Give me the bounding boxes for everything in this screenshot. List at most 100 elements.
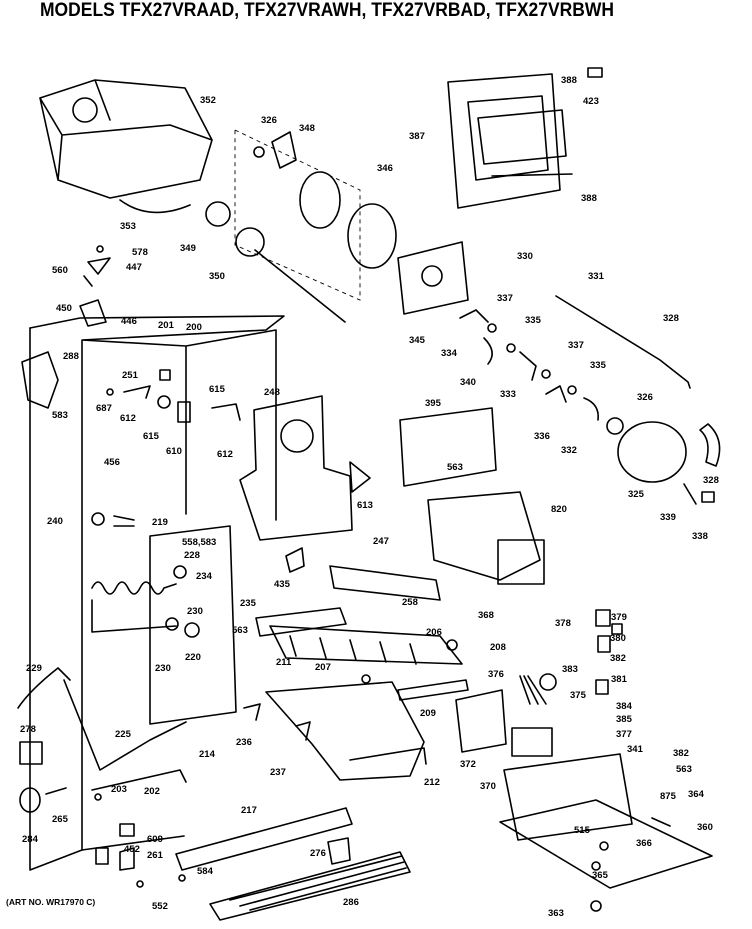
callout-label: 377 (616, 729, 632, 740)
screw-552 (136, 880, 144, 888)
callout-label: 337 (497, 293, 513, 304)
callout-label: 552 (152, 901, 168, 912)
callout-label: 334 (441, 348, 458, 359)
callout-label: 584 (197, 866, 214, 877)
callout-label: 375 (570, 690, 587, 701)
callout-label: 325 (628, 489, 645, 500)
callout-label: 339 (660, 512, 676, 523)
callout-label: 388 (561, 75, 577, 86)
screw-203 (94, 793, 102, 801)
fan-opening (280, 419, 314, 453)
crusher-blade-1 (299, 171, 341, 229)
auger-spring (235, 227, 265, 257)
callout-label: 423 (583, 96, 599, 107)
callout-label: 346 (377, 163, 393, 174)
ice-bucket-strap (119, 199, 191, 214)
screw-560 (83, 275, 93, 287)
callout-label: 435 (274, 579, 291, 590)
evaporator-cover-248 (239, 395, 353, 541)
callout-label: 563 (447, 462, 463, 473)
washer-337a (487, 323, 497, 333)
capacitor-370 (511, 727, 553, 757)
switch-610 (177, 401, 191, 423)
auger-clip (271, 131, 297, 169)
dispenser-flap (477, 109, 567, 165)
clip-365 (591, 861, 601, 871)
screw-578 (96, 245, 104, 253)
bracket-278 (19, 741, 43, 765)
dispenser-motor (617, 421, 687, 483)
callout-label: 609 (147, 834, 163, 845)
callout-label: 366 (636, 838, 652, 849)
wire-shelf-206 (269, 625, 463, 665)
washer-337b (541, 369, 551, 379)
clip-230 (165, 617, 179, 631)
auger-rod (254, 249, 346, 323)
callout-label: 265 (52, 814, 69, 825)
callout-label: 332 (561, 445, 577, 456)
callout-label: 251 (122, 370, 139, 381)
callout-label: 276 (310, 848, 326, 859)
callout-label: 381 (611, 674, 628, 685)
auger-nut (253, 146, 265, 158)
diagram-title: MODELS TFX27VRAAD, TFX27VRAWH, TFX27VRBA… (40, 0, 615, 21)
callout-label: 610 (166, 446, 182, 457)
callout-label: 328 (663, 313, 679, 324)
callout-label: 370 (480, 781, 496, 792)
overload-380 (597, 635, 611, 653)
callout-label: 345 (409, 335, 426, 346)
base-202 (91, 769, 187, 791)
callout-label: 820 (551, 504, 567, 515)
harness-219 (113, 515, 135, 527)
callout-label: 331 (588, 271, 605, 282)
callout-label: 376 (488, 669, 504, 680)
bracket-612b (211, 403, 241, 421)
art-number: (ART NO. WR17970 C) (6, 897, 96, 907)
callout-label: 201 (158, 320, 175, 331)
callout-label: 236 (236, 737, 252, 748)
freezer-side (29, 327, 83, 871)
screw-584 (178, 874, 186, 882)
callout-label: 613 (357, 500, 373, 511)
callout-label: 261 (147, 850, 164, 861)
drain-line-225 (63, 679, 187, 771)
ice-bucket-port (72, 97, 98, 123)
evaporator-228 (149, 525, 237, 725)
lever-332 (583, 397, 600, 421)
callout-label: 212 (424, 777, 440, 788)
callout-label: 560 (52, 265, 68, 276)
callout-label: 382 (673, 748, 689, 759)
callout-label: 248 (264, 387, 280, 398)
damper-435 (285, 547, 305, 573)
lever-336 (545, 385, 567, 403)
callout-label: 583 (52, 410, 68, 421)
fan-blade-613 (349, 461, 371, 493)
compressor-341 (503, 753, 633, 841)
callout-label: 278 (20, 724, 36, 735)
callout-label: 612 (217, 449, 233, 460)
callout-label: 447 (126, 262, 142, 273)
clip-208 (446, 639, 458, 651)
callout-label: 326 (261, 115, 277, 126)
dispenser-rod (491, 173, 573, 177)
trim-209 (397, 679, 469, 701)
callout-label: 353 (120, 221, 136, 232)
icemaker-module (497, 539, 545, 585)
callout-label: 219 (152, 517, 168, 528)
clip-383 (595, 679, 609, 695)
callout-label: 288 (63, 351, 79, 362)
callout-label: 234 (196, 571, 213, 582)
ice-bucket (39, 79, 213, 199)
callout-label: 230 (155, 663, 171, 674)
washer-335a (506, 343, 516, 353)
bracket-446 (79, 299, 107, 327)
stop-207 (361, 674, 371, 684)
callout-label: 365 (592, 870, 609, 881)
spring-339 (683, 483, 697, 505)
clip-338 (701, 491, 715, 503)
callout-label: 563 (676, 764, 692, 775)
callout-label: 368 (478, 610, 494, 621)
cap-379 (611, 623, 623, 635)
clip-237 (295, 721, 311, 741)
callout-label: 220 (185, 652, 201, 663)
